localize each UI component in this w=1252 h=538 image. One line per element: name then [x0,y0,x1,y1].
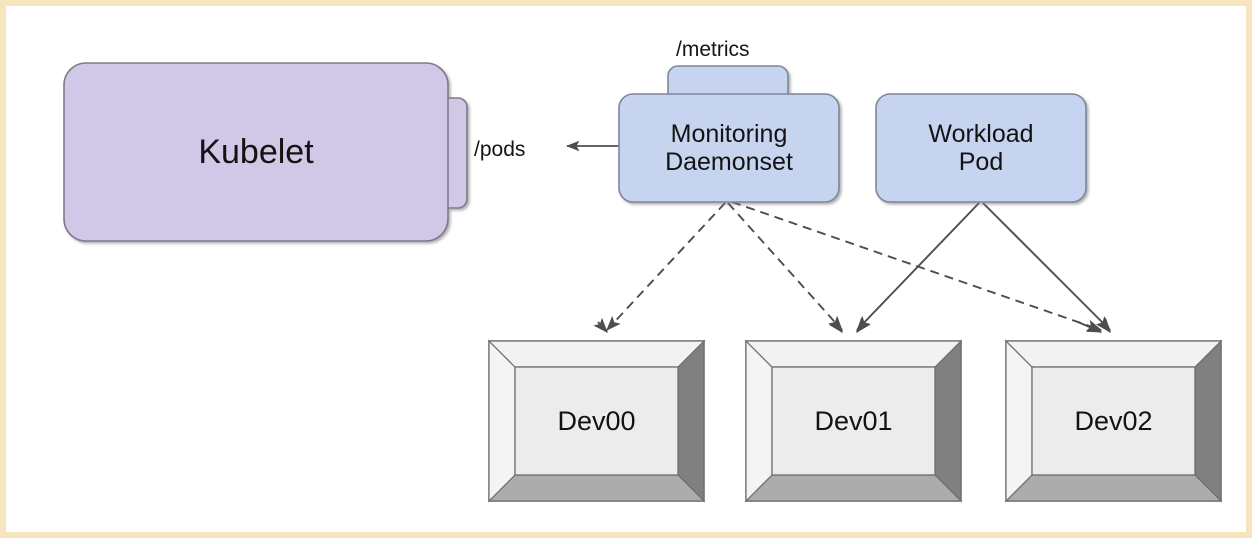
pods-endpoint-label: /pods [474,138,526,161]
edge-daemonset-to-dev01[interactable] [727,202,843,331]
dev01-bevel-top [744,340,963,368]
dev02-bevel-left [1005,339,1033,503]
kubelet-node[interactable] [63,62,468,242]
edge-workloadpod-to-dev02[interactable] [982,202,1111,331]
dev00-bevel-top [487,340,706,368]
edge-daemonset-to-dev02[interactable] [731,201,1103,331]
dev02-face[interactable] [1031,366,1196,476]
dev01-face[interactable] [771,366,936,476]
dev01-bevel-left [745,339,773,503]
dev00-face[interactable] [514,366,679,476]
edge-workloadpod-to-dev01[interactable] [856,202,980,331]
dev00-bevel-bottom [487,474,706,502]
dev02-bevel-top [1004,340,1223,368]
metrics-endpoint-label: /metrics [676,38,750,61]
workload-pod-body[interactable] [875,93,1087,203]
dev00-bevel-right [677,339,705,503]
device-node-dev01[interactable] [744,339,963,503]
dev01-bevel-right [934,339,962,503]
kubelet-body[interactable] [63,62,449,242]
monitoring-daemonset-body[interactable] [618,93,840,203]
workload-pod-node[interactable] [875,93,1087,203]
architecture-diagram [63,62,1223,503]
dev00-bevel-left [488,339,516,503]
edge-daemonset-to-dev00[interactable] [606,202,726,331]
device-node-dev02[interactable] [1004,339,1223,503]
dev01-bevel-bottom [744,474,963,502]
device-node-dev00[interactable] [487,339,706,503]
dev02-bevel-bottom [1004,474,1223,502]
edge-layer [565,140,1111,331]
arrowhead-overlay [593,317,1111,333]
dev02-bevel-right [1194,339,1222,503]
monitoring-daemonset-node[interactable] [618,65,840,203]
